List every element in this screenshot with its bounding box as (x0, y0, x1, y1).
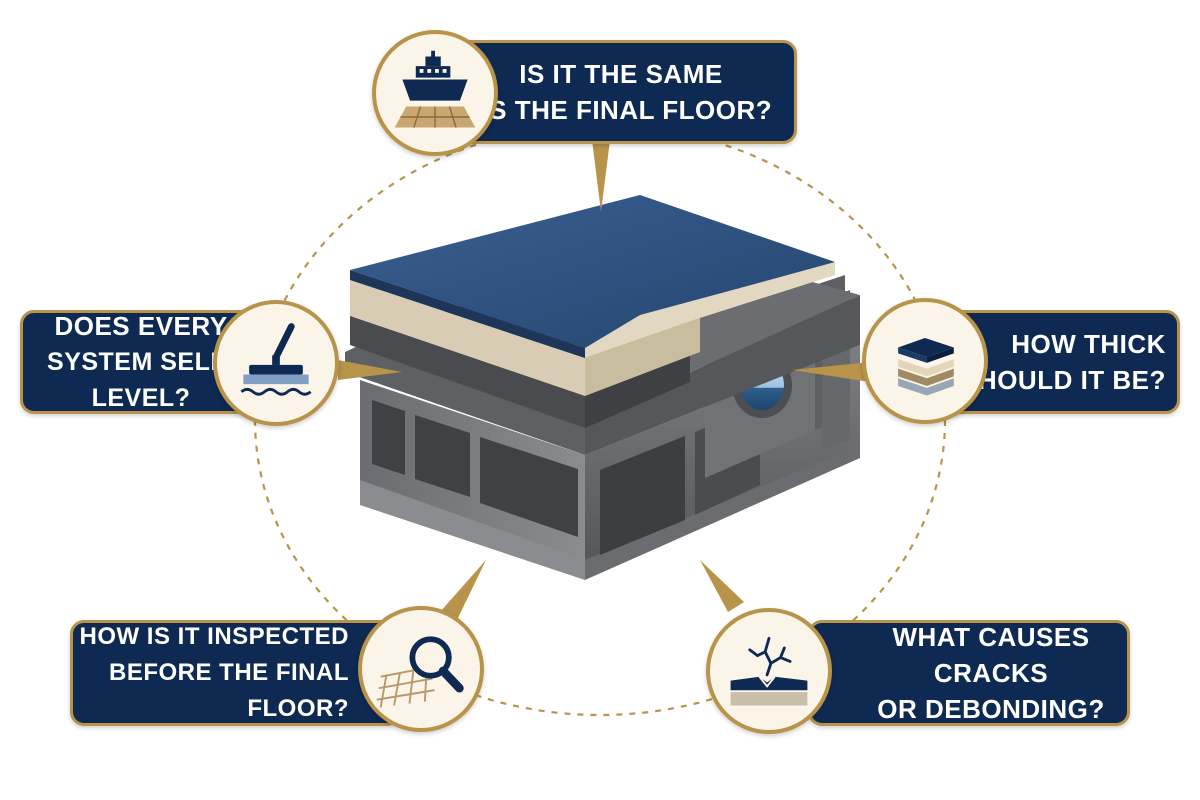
primer-layer (350, 312, 585, 428)
question-left-line2: SYSTEM SELF-LEVEL? (47, 348, 235, 412)
ship-deck-badge (372, 30, 498, 156)
front-cell-3 (480, 437, 578, 537)
question-top-line2: AS THE FINAL FLOOR? (469, 95, 773, 125)
screed-layer-side (585, 318, 700, 396)
crack-icon (730, 636, 808, 706)
top-coat-surface (350, 195, 835, 348)
question-right-line1: HOW THICK (1011, 329, 1166, 359)
question-bottom-right-line1: WHAT CAUSES CRACKS (892, 622, 1090, 688)
question-bottom-left-line2: BEFORE THE FINAL FLOOR? (109, 659, 349, 722)
deck-cross-section (345, 195, 860, 580)
layers-icon (898, 337, 954, 396)
question-bottom-left-line1: HOW IS IT INSPECTED (79, 623, 349, 650)
side-cell-1 (600, 436, 685, 555)
pointer-right (792, 362, 870, 382)
magnifier-grid-icon (376, 636, 464, 708)
pointer-bottom-left (440, 560, 486, 622)
question-top-box: IS IT THE SAME AS THE FINAL FLOOR? (445, 40, 797, 144)
question-right-line2: SHOULD IT BE? (960, 365, 1166, 395)
primer-layer-side (585, 348, 690, 428)
screed-layer-front (350, 280, 585, 396)
ship-deck-icon (394, 50, 476, 128)
front-cell-1 (372, 400, 405, 475)
front-cell-2 (415, 415, 470, 497)
layers-badge (862, 298, 988, 424)
trowel-icon (240, 323, 312, 396)
question-bottom-right-line2: OR DEBONDING? (877, 694, 1105, 724)
inspection-badge (358, 606, 484, 732)
screed-step (560, 262, 835, 358)
top-coat-edge (350, 270, 585, 358)
steel-deck-plate-side (585, 295, 860, 455)
crack-badge (706, 608, 832, 734)
pointer-top (592, 140, 610, 212)
steel-deck-plate (345, 345, 585, 455)
question-top-line1: IS IT THE SAME (519, 59, 723, 89)
question-bottom-right-box: WHAT CAUSES CRACKS OR DEBONDING? (808, 620, 1130, 726)
pointer-left (338, 360, 402, 380)
trowel-badge (213, 300, 339, 426)
question-bottom-left-box: HOW IS IT INSPECTED BEFORE THE FINAL FLO… (70, 620, 400, 726)
question-left-line1: DOES EVERY (54, 311, 228, 341)
pointer-bottom-right (700, 560, 744, 612)
